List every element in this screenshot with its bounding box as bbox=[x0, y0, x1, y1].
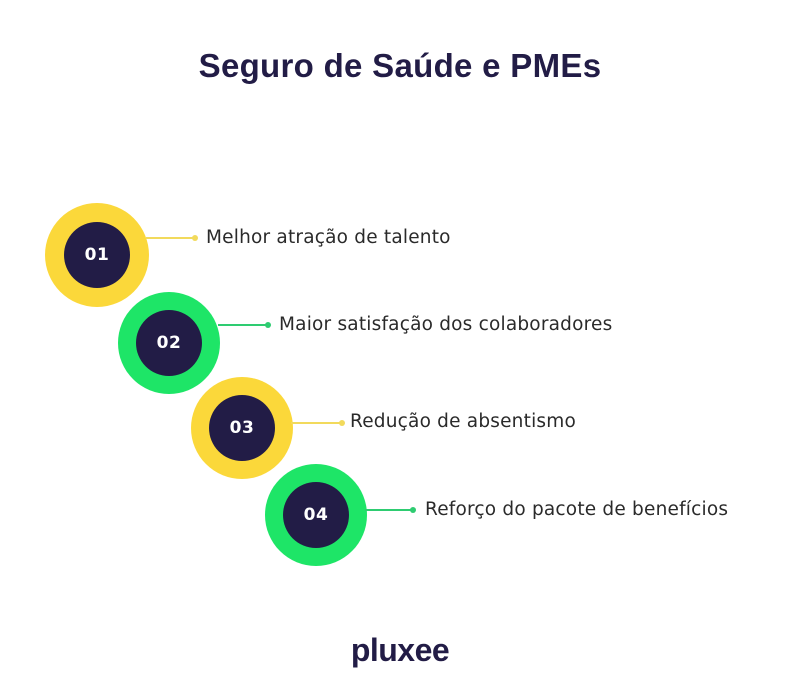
step-label: Reforço do pacote de benefícios bbox=[425, 499, 729, 520]
connector-dot-icon bbox=[192, 235, 198, 241]
connector-line bbox=[291, 422, 342, 424]
connector-dot-icon bbox=[339, 420, 345, 426]
page-title: Seguro de Saúde e PMEs bbox=[198, 47, 602, 84]
step-number: 02 bbox=[136, 310, 202, 376]
step-label: Melhor atração de talento bbox=[206, 227, 451, 248]
connector-dot-icon bbox=[410, 507, 416, 513]
step-number: 04 bbox=[283, 482, 349, 548]
step-number: 01 bbox=[64, 222, 130, 288]
pluxee-logo: pluxee bbox=[350, 632, 450, 668]
step-label: Maior satisfação dos colaboradores bbox=[279, 314, 613, 335]
step-number: 03 bbox=[209, 395, 275, 461]
connector-line bbox=[365, 509, 413, 511]
connector-dot-icon bbox=[265, 322, 271, 328]
connector-line bbox=[146, 237, 194, 239]
step-label: Redução de absentismo bbox=[350, 411, 576, 432]
connector-line bbox=[218, 324, 268, 326]
